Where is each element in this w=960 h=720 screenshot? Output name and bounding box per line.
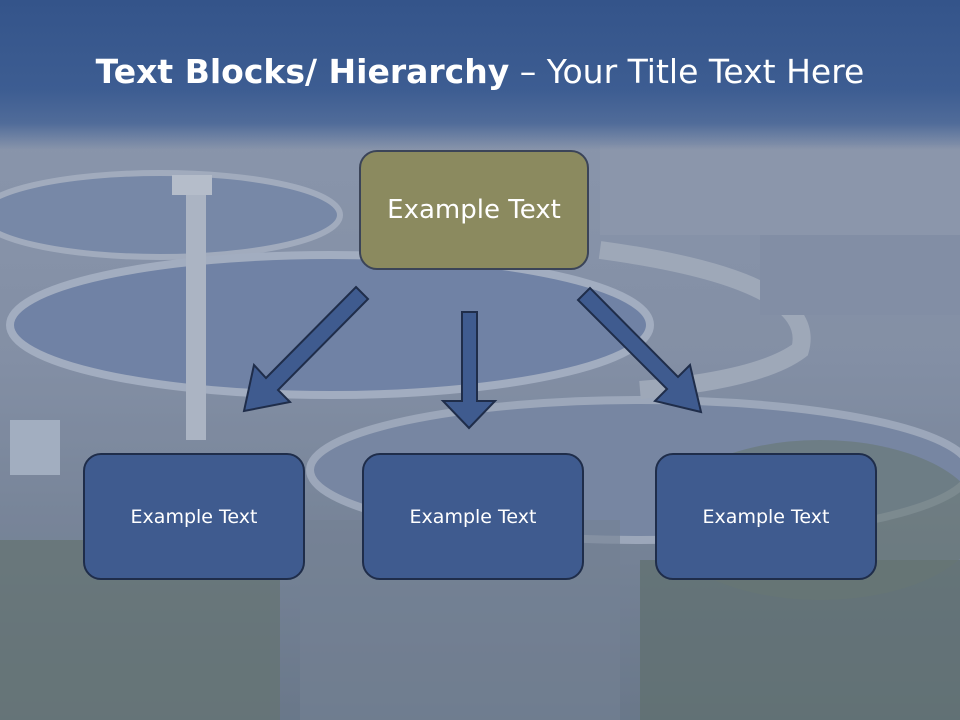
root-box-label: Example Text — [387, 195, 561, 225]
title-band — [0, 0, 960, 150]
child-box-label: Example Text — [702, 505, 830, 528]
child-box-label: Example Text — [130, 505, 258, 528]
slide-title: Text Blocks/ Hierarchy – Your Title Text… — [0, 52, 960, 91]
child-box-left[interactable]: Example Text — [83, 453, 305, 580]
title-regular-part: – Your Title Text Here — [509, 52, 865, 91]
child-box-label: Example Text — [409, 505, 537, 528]
arrow-to-middle-child — [440, 311, 498, 430]
title-bold-part: Text Blocks/ Hierarchy — [95, 52, 510, 91]
root-box[interactable]: Example Text — [359, 150, 589, 270]
child-box-middle[interactable]: Example Text — [362, 453, 584, 580]
arrow-to-right-child — [576, 286, 703, 414]
child-box-right[interactable]: Example Text — [655, 453, 877, 580]
arrow-to-left-child — [242, 285, 370, 413]
